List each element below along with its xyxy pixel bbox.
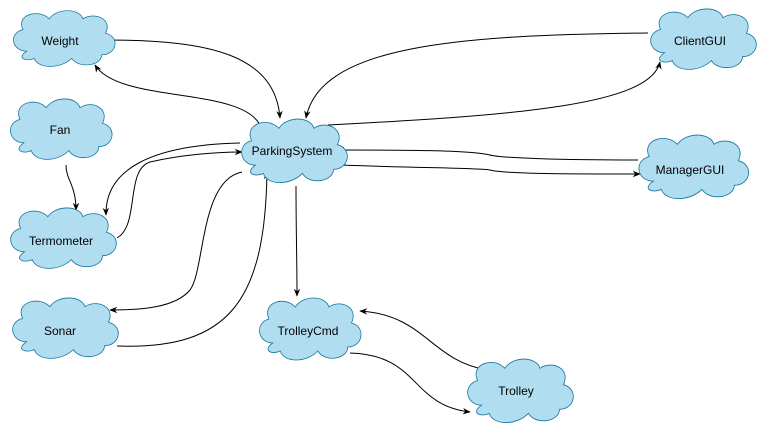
- edge-trolley-to-trolleycmd: [359, 308, 488, 371]
- edge-parkingsystem-to-termometer: [102, 142, 241, 216]
- edge-parkingsystem-to-sonar: [109, 171, 243, 314]
- node-weight[interactable]: Weight: [13, 10, 116, 67]
- node-manager-gui[interactable]: ManagerGUI: [638, 134, 750, 200]
- edge-parkingsystem-to-trolleycmd: [293, 185, 301, 297]
- node-label-trolleycmd: TrolleyCmd: [278, 324, 339, 338]
- node-trolley[interactable]: Trolley: [467, 358, 574, 424]
- node-label-parkingsystem: ParkingSystem: [252, 144, 333, 158]
- node-client-gui[interactable]: ClientGUI: [650, 8, 757, 70]
- node-label-trolley: Trolley: [498, 384, 534, 398]
- edge-parkingsystem-to-clientgui: [327, 61, 662, 126]
- nodes-layer: Weight Fan Termometer Sonar ParkingSyste…: [10, 8, 757, 424]
- node-label-weight: Weight: [41, 34, 79, 48]
- node-sonar[interactable]: Sonar: [12, 297, 119, 359]
- node-label-termometer: Termometer: [29, 234, 93, 248]
- node-fan[interactable]: Fan: [10, 98, 113, 160]
- node-trolley-cmd[interactable]: TrolleyCmd: [259, 297, 362, 361]
- edge-sonar-to-parkingsystem: [116, 171, 271, 347]
- edge-parkingsystem-to-weight: [94, 64, 263, 131]
- edge-clientgui-to-parkingsystem: [304, 32, 649, 119]
- edge-termometer-to-parkingsystem: [116, 148, 243, 239]
- node-label-fan: Fan: [50, 123, 71, 137]
- node-label-managergui: ManagerGUI: [656, 163, 725, 177]
- edge-fan-to-termometer: [65, 164, 80, 211]
- edge-weight-to-parkingsystem: [106, 39, 283, 119]
- edge-parkingsystem-to-managergui: [339, 164, 641, 178]
- edges-layer: [65, 32, 662, 415]
- node-termometer[interactable]: Termometer: [10, 207, 117, 269]
- node-parking-system[interactable]: ParkingSystem: [241, 118, 348, 184]
- edge-managergui-to-parkingsystem: [336, 146, 639, 161]
- edge-trolleycmd-to-trolley: [349, 352, 471, 415]
- node-label-clientgui: ClientGUI: [674, 34, 726, 48]
- node-label-sonar: Sonar: [44, 324, 76, 338]
